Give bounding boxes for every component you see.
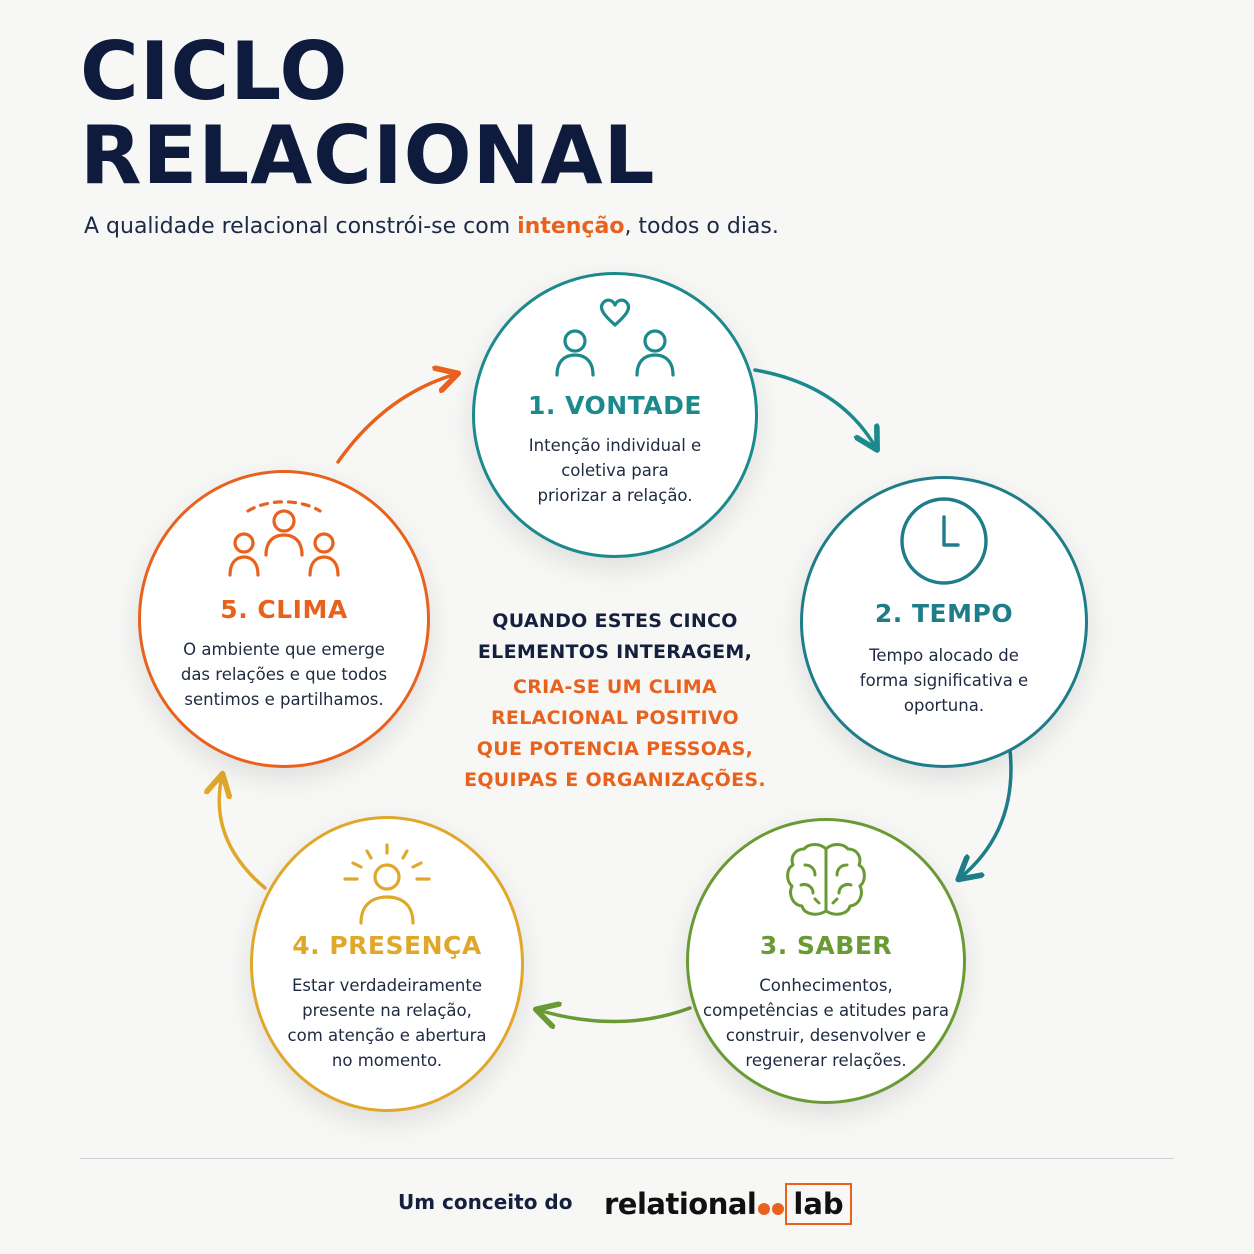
center-line-5: QUE POTENCIA PESSOAS, — [476, 738, 754, 760]
subtitle-text-end: dias. — [719, 214, 779, 239]
node-title-clima: 5. CLIMA — [220, 595, 348, 624]
footer-prefix: Um conceito do — [398, 1190, 573, 1214]
brain-icon — [786, 843, 866, 916]
node-vontade: 1. VONTADE Intenção individual e coletiv… — [472, 272, 758, 558]
node-title-tempo: 2. TEMPO — [874, 599, 1014, 628]
title-line-2: RELACIONAL — [80, 109, 656, 202]
arrow-vontade-to-tempo — [753, 368, 876, 448]
node-presenca: 4. PRESENÇA Estar verdadeiramente presen… — [250, 816, 524, 1112]
logo-lab: lab — [785, 1183, 852, 1225]
arrow-saber-to-presenca — [538, 1008, 692, 1022]
subtitle-highlight: intenção — [517, 214, 625, 239]
node-desc-clima: O ambiente que emerge das relações e que… — [180, 640, 388, 709]
center-line-3: CRIA-SE UM CLIMA — [513, 676, 717, 698]
node-clima: 5. CLIMA O ambiente que emerge das relaç… — [138, 470, 430, 768]
center-line-1: QUANDO ESTES CINCO — [492, 610, 738, 632]
logo-dots-icon — [758, 1193, 785, 1215]
node-title-saber: 3. SABER — [759, 931, 893, 960]
node-tempo: 2. TEMPO Tempo alocado de forma signific… — [800, 476, 1088, 768]
node-title-vontade: 1. VONTADE — [528, 391, 702, 420]
page-title: CICLO RELACIONAL — [80, 30, 655, 198]
relational-lab-logo: relational lab — [604, 1182, 852, 1226]
clock-icon — [900, 497, 988, 585]
node-desc-tempo: Tempo alocado de forma significativa e o… — [859, 646, 1029, 715]
footer-divider — [80, 1158, 1174, 1159]
logo-word: relational — [604, 1187, 757, 1221]
people-heart-icon — [555, 298, 675, 377]
node-saber: 3. SABER Conhecimentos, competências e a… — [686, 818, 966, 1104]
arrow-presenca-to-clima — [219, 776, 267, 890]
center-message: QUANDO ESTES CINCO ELEMENTOS INTERAGEM, … — [440, 606, 790, 796]
group-icon — [228, 500, 340, 577]
node-title-presenca: 4. PRESENÇA — [292, 931, 482, 960]
person-radiant-icon — [343, 843, 431, 925]
node-desc-presenca: Estar verdadeiramente presente na relaçã… — [287, 976, 487, 1070]
subtitle-text-before: A qualidade relacional constrói-se com — [84, 214, 518, 239]
subtitle: A qualidade relacional constrói-se com i… — [84, 214, 779, 239]
center-line-6: EQUIPAS E ORGANIZAÇÕES. — [464, 769, 766, 791]
node-desc-vontade: Intenção individual e coletiva para prio… — [528, 436, 702, 505]
center-line-2: ELEMENTOS INTERAGEM, — [477, 641, 753, 663]
arrow-tempo-to-saber — [960, 748, 1013, 878]
title-line-1: CICLO — [80, 25, 349, 118]
arrow-clima-to-vontade — [336, 374, 456, 464]
subtitle-text-after: , todos o — [624, 214, 720, 239]
center-line-4: RELACIONAL POSITIVO — [491, 707, 739, 729]
node-desc-saber: Conhecimentos, competências e atitudes p… — [703, 976, 949, 1070]
